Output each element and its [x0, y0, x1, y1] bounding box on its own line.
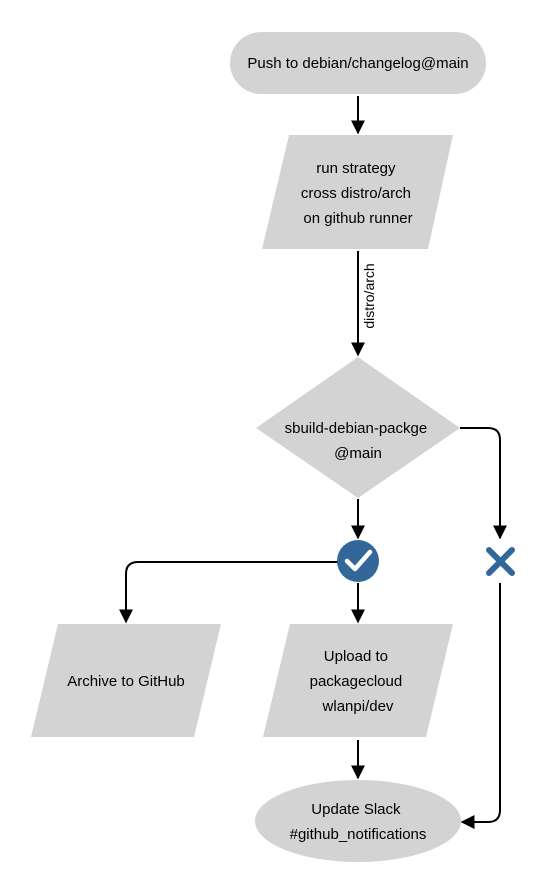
node-strategy: run strategy cross distro/arch on github…: [262, 135, 453, 249]
check-circle-icon: [337, 540, 379, 582]
edge-label-distro-arch: distro/arch: [361, 263, 377, 328]
node-upload-label: Upload to packagecloud wlanpi/dev: [310, 648, 407, 715]
decision-diamond-shape: [256, 357, 460, 498]
node-slack: Update Slack #github_notifications: [255, 780, 461, 862]
edge-failure-to-slack: [460, 583, 501, 829]
node-slack-label: Update Slack #github_notifications: [290, 801, 427, 843]
node-upload: Upload to packagecloud wlanpi/dev: [263, 624, 453, 737]
node-archive-label: Archive to GitHub: [67, 673, 185, 690]
parallelogram-shape: [31, 624, 221, 737]
terminator-shape: [230, 32, 486, 94]
parallelogram-shape: [262, 135, 453, 249]
node-sbuild-label: sbuild-debian-packge @main: [285, 420, 432, 462]
node-sbuild: sbuild-debian-packge @main: [256, 357, 460, 498]
node-strategy-label: run strategy cross distro/arch on github…: [301, 160, 415, 227]
node-push-label: Push to debian/changelog@main: [247, 55, 468, 72]
ellipse-shape: [255, 780, 461, 862]
node-archive: Archive to GitHub: [31, 624, 221, 737]
edge-success-to-archive: [119, 561, 338, 624]
x-mark-icon: [486, 547, 515, 576]
edges: [119, 96, 507, 829]
parallelogram-shape: [263, 624, 453, 737]
node-push: Push to debian/changelog@main: [230, 32, 486, 94]
edge-sbuild-to-failure: [460, 427, 507, 540]
